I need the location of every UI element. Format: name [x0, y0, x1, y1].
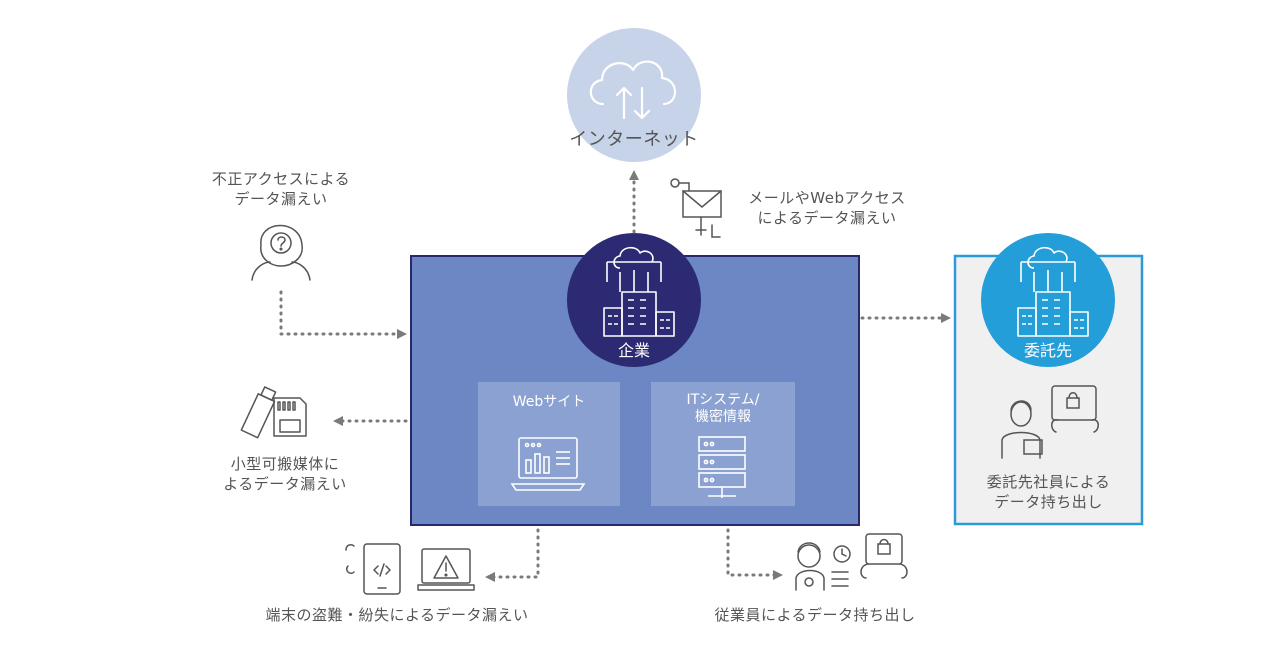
unauthorized-access-label: 不正アクセスによる データ漏えい: [211, 170, 351, 208]
connection-arrows: [279, 170, 951, 582]
arrow-enterprise-to-device: [485, 528, 540, 582]
contractor-caption: 委託先社員による データ持ち出し: [986, 473, 1111, 511]
cloud-building-icon: [603, 246, 675, 337]
employee-document-icon: [795, 533, 908, 591]
hooded-hacker-icon: [251, 224, 311, 281]
contractor-node: [981, 233, 1115, 367]
server-icon: [698, 436, 746, 498]
envelope-icon: [670, 178, 722, 238]
usb-label: 小型可搬媒体に よるデータ漏えい: [223, 455, 347, 493]
enterprise-node: [567, 233, 701, 367]
usb-sdcard-icon: [240, 386, 307, 439]
device-warning-icon: [345, 543, 475, 595]
cloud-sync-icon: [589, 60, 677, 120]
contractor-label: 委託先: [1023, 341, 1072, 360]
enterprise-label: 企業: [617, 341, 650, 360]
itsystem-box: [651, 382, 795, 506]
arrow-enterprise-to-employee: [726, 528, 783, 580]
website-box: [478, 382, 620, 506]
itsystem-title: ITシステム/ 機密情報: [686, 392, 760, 425]
employee-label: 従業員によるデータ持ち出し: [714, 606, 916, 624]
contractor-employee-icon: [1001, 385, 1099, 459]
device-theft-label: 端末の盗難・紛失によるデータ漏えい: [265, 606, 529, 624]
arrow-hacker-to-enterprise: [279, 290, 407, 339]
internet-label: インターネット: [569, 129, 699, 150]
internet-node: [567, 28, 701, 162]
cloud-building-icon: [1017, 246, 1089, 337]
email-web-label: メールやWebアクセス によるデータ漏えい: [748, 189, 906, 227]
website-title: Webサイト: [512, 394, 586, 410]
laptop-dashboard-icon: [510, 437, 586, 491]
